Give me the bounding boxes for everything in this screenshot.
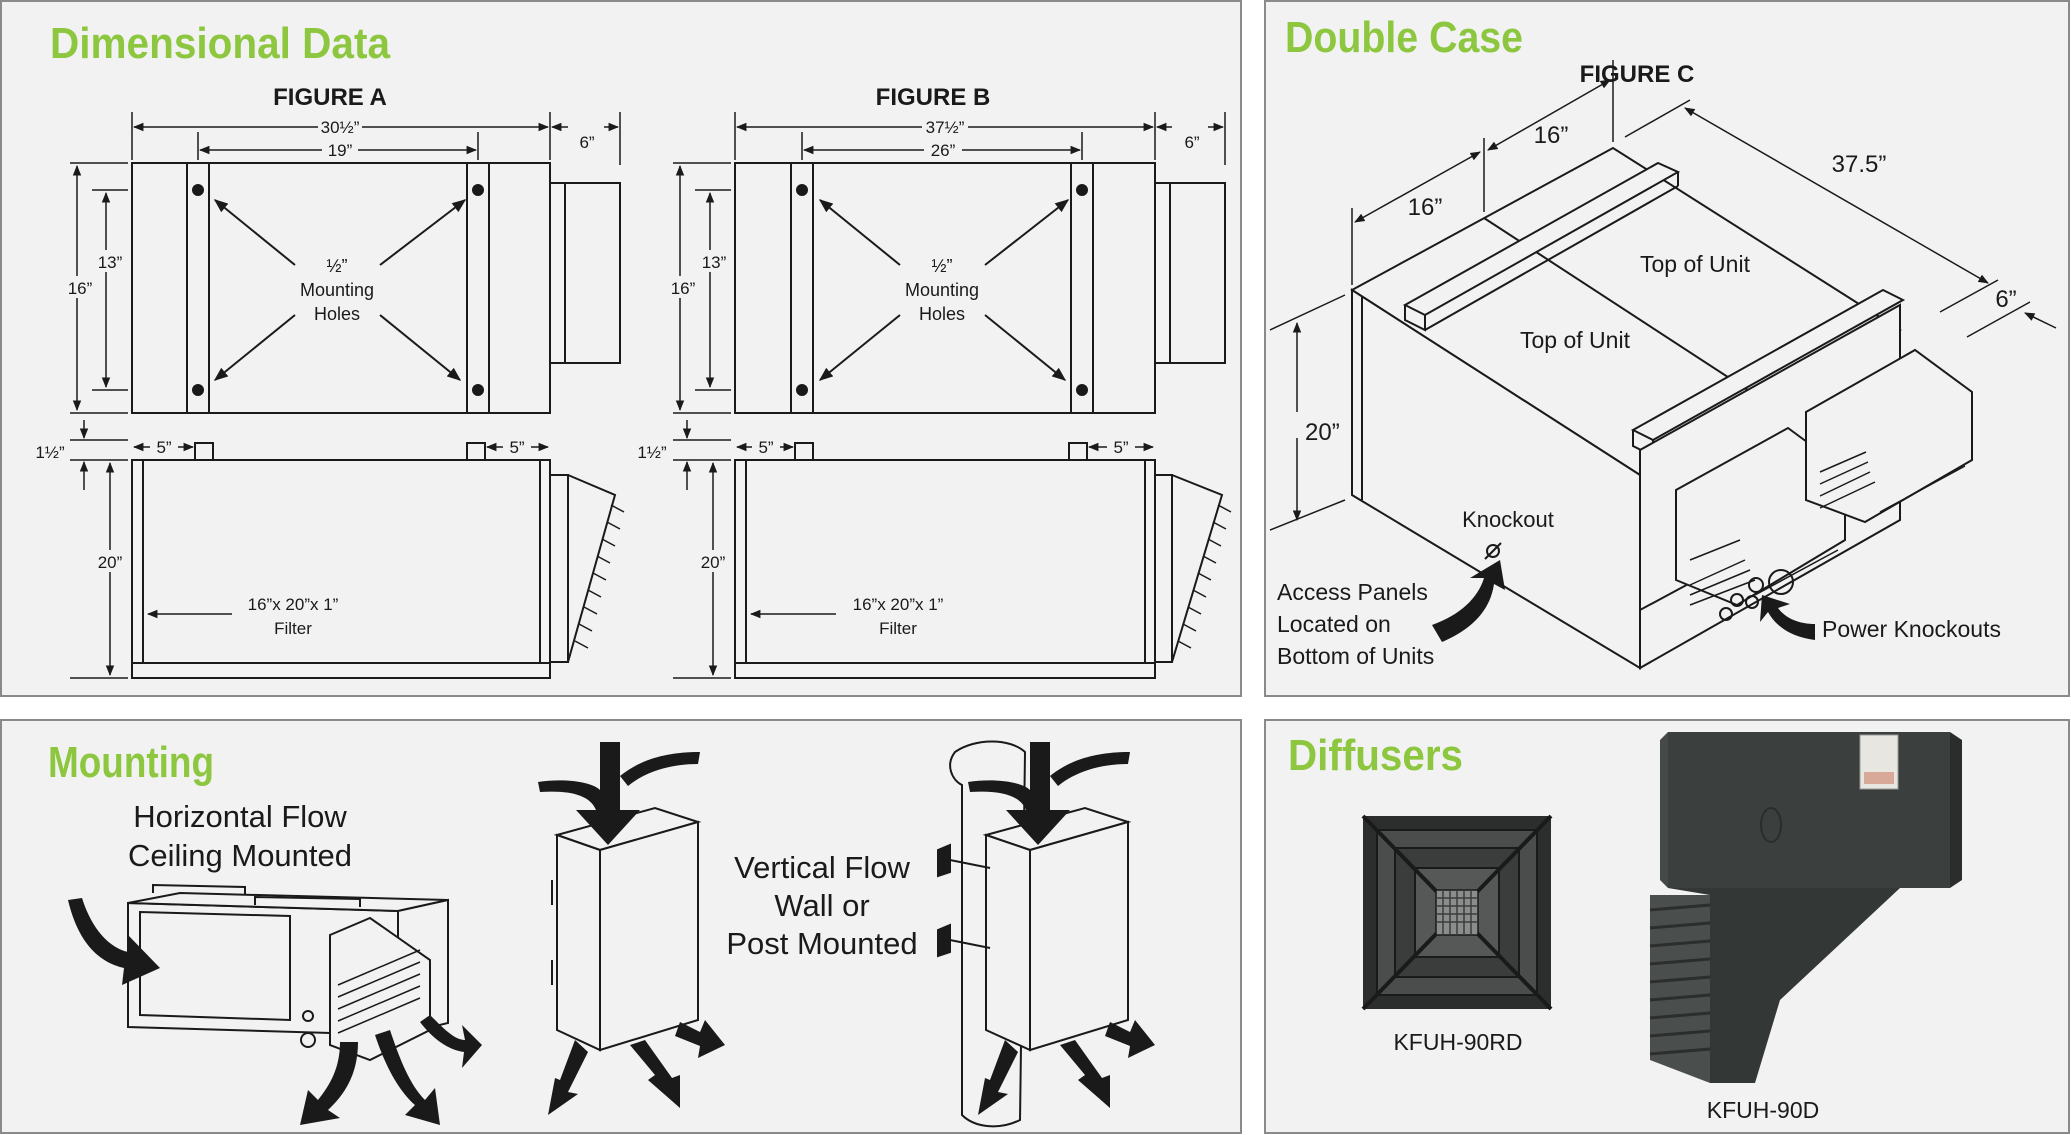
figure-b-width: 37½”	[926, 118, 965, 137]
airflow-in-arrow	[68, 898, 160, 985]
dim-16-front: 16”	[1408, 194, 1443, 221]
figure-a-holes-line3: Holes	[314, 304, 360, 324]
figure-b-holes-line1: ½”	[931, 256, 952, 276]
figure-a-offset-left: 5”	[156, 438, 171, 457]
access-panels-line3: Bottom of Units	[1277, 643, 1434, 669]
unit-grille-right	[1805, 348, 1973, 524]
power-knockout-3	[1745, 595, 1759, 609]
unit-grille-left	[1675, 426, 1846, 607]
figure-a-offset-right: 5”	[509, 438, 524, 457]
figure-b-holes-line3: Holes	[919, 304, 965, 324]
figure-a-inner: 19”	[328, 141, 353, 160]
figure-b-label: FIGURE B	[876, 84, 991, 111]
figure-b-height: 16”	[671, 279, 696, 298]
figure-b-inner: 26”	[931, 141, 956, 160]
diffusers-title: Diffusers	[1288, 731, 1463, 780]
figure-b-holes-line2: Mounting	[905, 280, 979, 300]
horizontal-flow-line1: Horizontal Flow	[133, 799, 347, 834]
figure-a-label: FIGURE A	[273, 84, 387, 111]
figure-b-side-height: 20”	[701, 553, 726, 572]
top-of-unit-label-2: Top of Unit	[1520, 327, 1631, 353]
diffuser-kfuh-90d-label: KFUH-90D	[1707, 1097, 1819, 1123]
dim-6: 6”	[1995, 286, 2016, 313]
power-knockout-2	[1730, 593, 1744, 607]
access-panels-line1: Access Panels	[1277, 579, 1428, 605]
figure-a-gap: 1½”	[35, 443, 65, 462]
figure-a-hole-span: 13”	[98, 253, 123, 272]
double-case-title: Double Case	[1285, 13, 1523, 62]
power-knockout-5	[1768, 569, 1794, 595]
diffuser-kfuh-90d	[1649, 732, 1962, 1083]
power-knockouts-label: Power Knockouts	[1822, 616, 2001, 642]
vertical-flow-line2: Wall or	[774, 888, 869, 923]
dimensional-data-title: Dimensional Data	[50, 19, 390, 68]
figure-c-label: FIGURE C	[1580, 61, 1695, 88]
airflow-out-arrow-3	[420, 1015, 482, 1068]
power-knockout-4	[1748, 577, 1764, 593]
dim-20: 20”	[1305, 419, 1340, 446]
mounting-horizontal-illustration	[68, 883, 482, 1125]
vertical-flow-line3: Post Mounted	[726, 926, 917, 961]
dim-16-back: 16”	[1534, 122, 1569, 149]
airflow-out-arrow-1	[300, 1042, 358, 1125]
horizontal-flow-line2: Ceiling Mounted	[128, 838, 352, 873]
figure-b-hole-span: 13”	[702, 253, 727, 272]
figure-a-duct-dim: 6”	[579, 133, 594, 152]
top-of-unit-label-1: Top of Unit	[1640, 251, 1751, 277]
access-panels-line2: Located on	[1277, 611, 1391, 637]
diffuser-kfuh-90rd-label: KFUH-90RD	[1393, 1029, 1522, 1055]
figure-b-filter-line2: Filter	[879, 619, 917, 638]
figure-a-filter-line1: 16”x 20”x 1”	[248, 595, 339, 614]
airflow-out-arrow-2	[375, 1030, 440, 1125]
mounting-wall-illustration	[538, 742, 725, 1115]
figure-a-holes-line1: ½”	[326, 256, 347, 276]
knockout-label: Knockout	[1462, 507, 1554, 532]
figure-a: FIGURE A ½” Mounting Holes 30½” 19” 6”	[35, 84, 625, 679]
knockout-icon	[1486, 544, 1500, 558]
figure-a-side-height: 20”	[98, 553, 123, 572]
power-knockout-1	[1719, 607, 1733, 621]
figure-a-side-view	[131, 459, 551, 679]
dim-37-5: 37.5”	[1832, 151, 1887, 178]
figure-b-offset-left: 5”	[758, 438, 773, 457]
figure-b-side-view	[734, 459, 1156, 679]
figure-a-duct	[549, 182, 621, 364]
figure-b-gap: 1½”	[637, 443, 667, 462]
power-knockouts-arrow	[1760, 595, 1815, 640]
figure-b-duct-dim: 6”	[1184, 133, 1199, 152]
figure-c-isometric-unit: FIGURE C	[1269, 60, 2057, 670]
vertical-flow-line1: Vertical Flow	[734, 850, 910, 885]
mounting-title: Mounting	[48, 738, 214, 787]
access-panels-arrow	[1432, 560, 1505, 642]
figure-b-offset-right: 5”	[1113, 438, 1128, 457]
wall-airflow-in-arrow	[538, 742, 640, 845]
figure-b-duct	[1154, 182, 1226, 364]
figure-b-filter-line1: 16”x 20”x 1”	[853, 595, 944, 614]
diffuser-kfuh-90rd	[1361, 814, 1553, 1011]
figure-a-width: 30½”	[321, 118, 360, 137]
figure-a-height: 16”	[68, 279, 93, 298]
figure-b: FIGURE B ½” Mounting Holes 37½” 26” 6”	[637, 84, 1232, 679]
figure-a-filter-line2: Filter	[274, 619, 312, 638]
figure-a-holes-line2: Mounting	[300, 280, 374, 300]
mounting-post-illustration	[937, 740, 1155, 1128]
